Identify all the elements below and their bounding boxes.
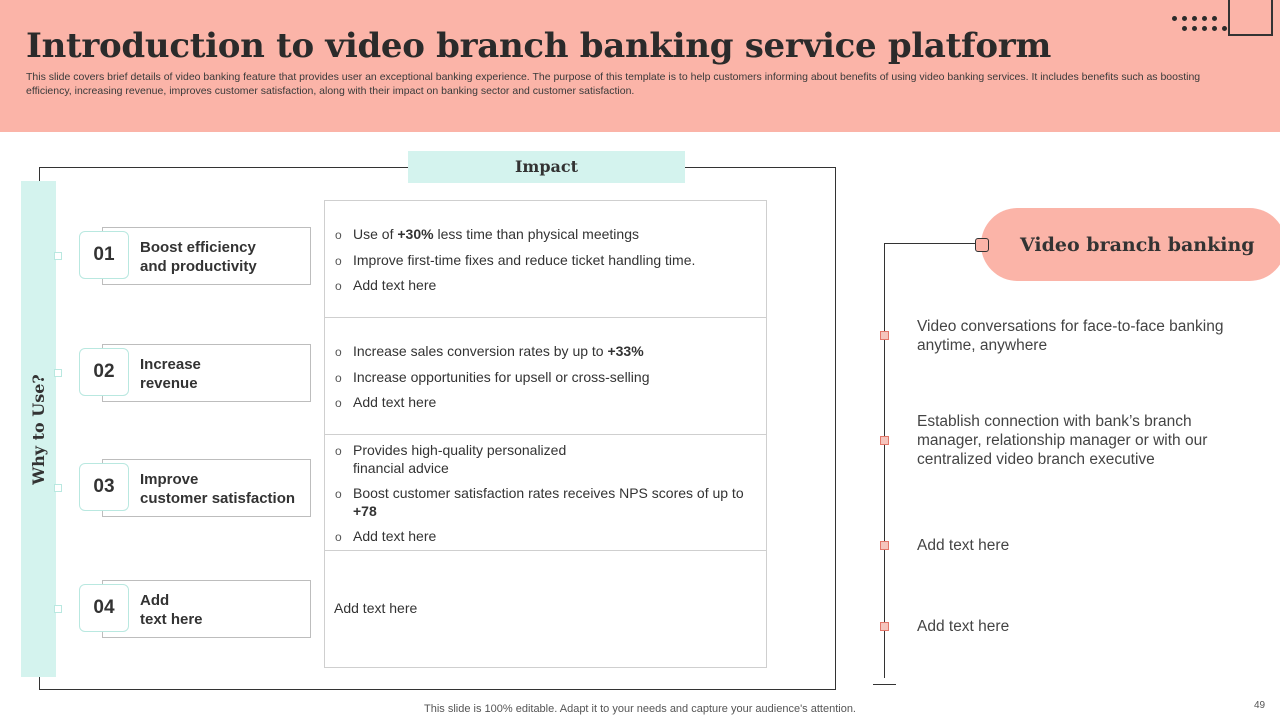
connector-tick [54,484,62,492]
reason-label-line: text here [140,611,203,628]
reason-label-line: revenue [140,375,198,392]
impact-text: Add text here [353,394,437,410]
impact-heading: Impact [408,151,685,183]
impact-text-4: Add text here [334,600,418,616]
reason-label-line: Improve [140,471,199,488]
impact-text: Use of [353,226,398,242]
impact-highlight: +78 [353,503,377,519]
impact-list-1: Use of +30% less time than physical meet… [334,225,759,295]
impact-text: Improve first-time fixes and reduce tick… [353,252,696,268]
timeline-line [884,243,885,678]
video-branch-point: Add text here [917,537,1010,554]
impact-text: Increase opportunities for upsell or cro… [353,369,650,385]
connector-tick [54,605,62,613]
reason-label-line: Boost efficiency [140,239,256,256]
reason-label: Add text here [140,591,203,629]
header-band [0,0,1280,132]
row-divider [324,317,767,318]
page-subtitle: This slide covers brief details of video… [26,71,1201,97]
reason-label-line: Increase [140,356,201,373]
decorative-dots [1170,16,1230,38]
impact-bullet: Provides high-quality personalized finan… [334,441,594,477]
connector-tick [54,369,62,377]
footer-note: This slide is 100% editable. Adapt it to… [424,703,856,715]
row-divider [324,550,767,551]
corner-decoration [1228,0,1230,36]
impact-text: Boost customer satisfaction rates receiv… [353,485,744,501]
timeline-marker [880,622,889,631]
impact-text: Provides high-quality personalized finan… [353,442,567,476]
reason-label-box [102,459,311,517]
reason-label: Boost efficiency and productivity [140,238,257,276]
why-to-use-label: Why to Use? [29,373,48,485]
video-branch-point: Video conversations for face-to-face ban… [917,318,1224,354]
impact-text: Add text here [353,528,437,544]
timeline-cap [975,238,989,252]
impact-text: Add text here [353,277,437,293]
video-branch-point: Establish connection with bank’s branch … [917,413,1208,468]
corner-decoration [1271,0,1273,36]
reason-label-line: customer satisfaction [140,490,296,507]
impact-highlight: +33% [607,343,644,359]
timeline-connector [884,243,982,244]
reason-label-line: and productivity [140,258,257,275]
impact-bullet: Increase opportunities for upsell or cro… [334,368,759,387]
impact-bullet: Increase sales conversion rates by up to… [334,342,759,361]
impact-highlight: +30% [397,226,434,242]
reason-number: 04 [79,584,129,632]
timeline-marker [880,331,889,340]
reason-label-line: Add [140,592,170,609]
video-branch-pill [981,208,1280,281]
video-branch-title: Video branch banking [1020,234,1255,256]
timeline-marker [880,436,889,445]
impact-bullet: Add text here [334,527,759,546]
reason-number: 03 [79,463,129,511]
reason-label-box [102,344,311,402]
timeline-marker [880,541,889,550]
impact-bullet: Improve first-time fixes and reduce tick… [334,251,759,270]
connector-tick [54,252,62,260]
reason-label: Increase revenue [140,355,201,393]
why-to-use-bar [21,181,56,677]
impact-bullet: Add text here [334,393,759,412]
video-branch-point: Add text here [917,618,1010,635]
impact-text: Increase sales conversion rates by up to [353,343,608,359]
impact-text: less time than physical meetings [433,226,639,242]
timeline-base [873,684,896,685]
reason-label-box [102,580,311,638]
corner-decoration [1228,34,1272,36]
row-divider [324,434,767,435]
why-to-use-heading: Why to Use? [21,181,56,677]
impact-bullet: Boost customer satisfaction rates receiv… [334,484,749,520]
reason-number: 01 [79,231,129,279]
page-title: Introduction to video branch banking ser… [26,26,1052,66]
reason-label: Improve customer satisfaction [140,470,295,508]
impact-bullet: Use of +30% less time than physical meet… [334,225,759,244]
reason-number: 02 [79,348,129,396]
page-number: 49 [1254,700,1266,711]
reason-label-box [102,227,311,285]
impact-bullet: Add text here [334,276,759,295]
impact-list-2: Increase sales conversion rates by up to… [334,342,759,412]
impact-list-3: Provides high-quality personalized finan… [334,441,759,546]
